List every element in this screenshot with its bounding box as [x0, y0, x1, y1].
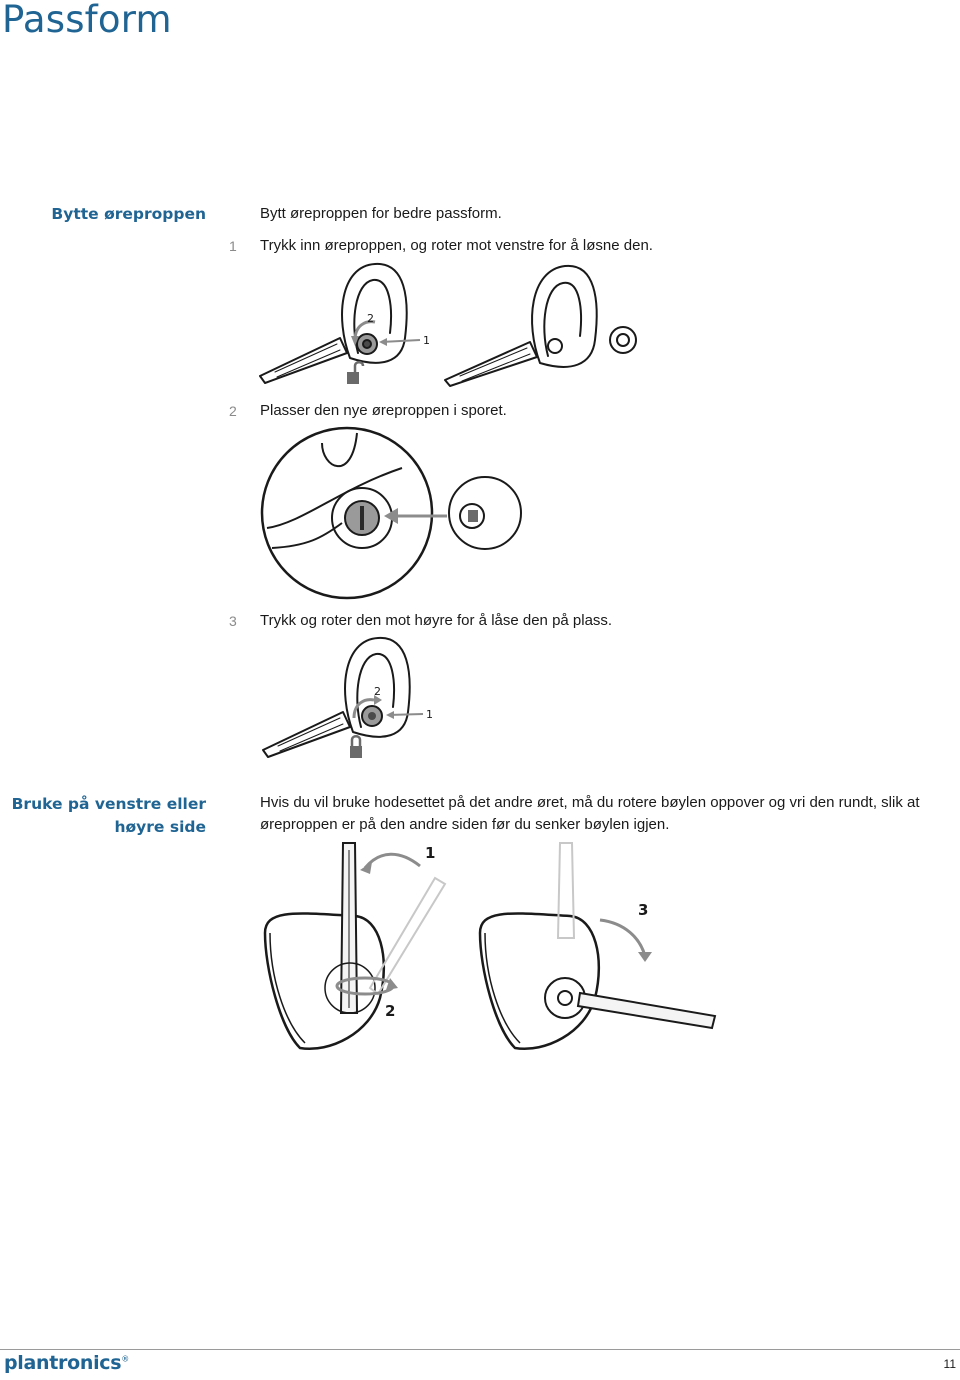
fig3-label-push: 1: [426, 708, 433, 721]
logo-registered-mark: ®: [121, 1354, 129, 1364]
step-text-1: Trykk inn øreproppen, og roter mot venst…: [260, 237, 653, 254]
figure-lock-eartip: 2 1: [262, 636, 433, 758]
step-number-1: 1: [229, 238, 237, 254]
logo-text: plantronics: [4, 1352, 122, 1374]
section-side-text: Hvis du vil bruke hodesettet på det andr…: [260, 794, 920, 833]
section-heading-left-right: Bruke på venstre eller høyre side: [12, 793, 206, 839]
section-heading-replace-eartip: Bytte øreproppen: [51, 205, 206, 223]
unlock-icon: [347, 361, 365, 384]
step-text-3: Trykk og roter den mot høyre for å låse …: [260, 612, 613, 629]
footer-divider: [0, 1349, 960, 1350]
earhook-shape: [341, 262, 408, 364]
figure-place-eartip: [260, 426, 522, 600]
fig1-label-rotate: 2: [367, 312, 374, 325]
section-heading-line-1: Bruke på venstre eller: [11, 795, 206, 813]
page-number: 11: [943, 1357, 956, 1371]
step-number-2: 2: [229, 403, 237, 419]
figure-remove-eartip: 2 1: [259, 262, 637, 387]
boom-shape: [259, 337, 348, 384]
fig1-label-push: 1: [423, 334, 430, 347]
plantronics-logo: plantronics®: [4, 1352, 129, 1374]
section-heading-line-2: høyre side: [114, 818, 207, 836]
fig4-label-lower: 3: [638, 901, 648, 919]
page-title: Passform: [2, 0, 172, 41]
section-intro: Bytt øreproppen for bedre passform.: [260, 205, 502, 222]
fig4-label-twist: 2: [385, 1002, 395, 1020]
step-text-2: Plasser den nye øreproppen i sporet.: [260, 402, 507, 419]
lock-icon: [350, 735, 362, 758]
fig4-label-raise: 1: [425, 844, 435, 862]
step-number-3: 3: [229, 613, 237, 629]
fig3-label-rotate: 2: [374, 685, 381, 698]
figure-switch-ear-side: 1 2 3: [263, 842, 717, 1050]
